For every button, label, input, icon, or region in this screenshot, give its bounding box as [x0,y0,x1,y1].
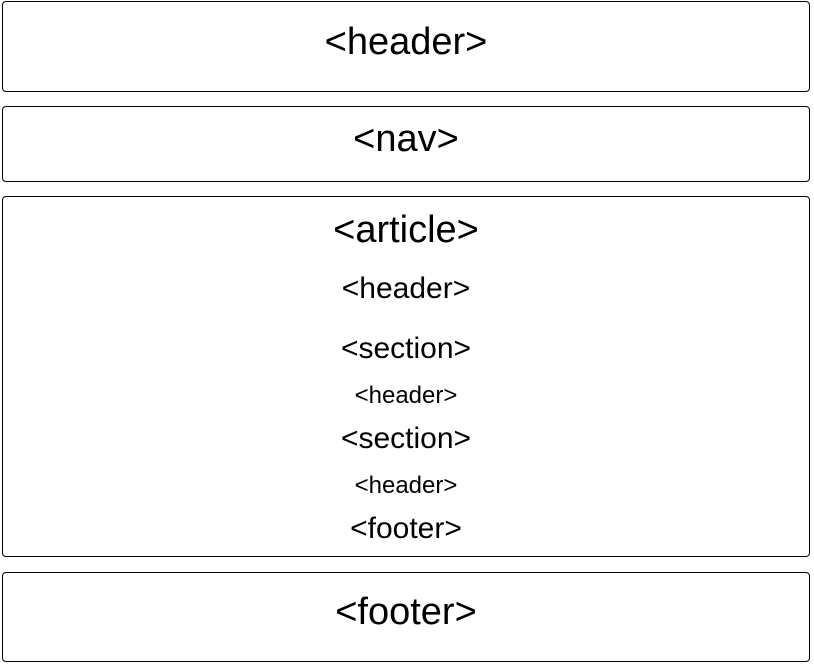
section-header-label-1: <header> [354,382,458,409]
section-label-1: <section> [340,332,472,365]
nav-box-label: <nav> [353,118,459,160]
header-box: <header> [2,1,810,92]
article-header-label: <header> [341,272,471,305]
header-box-label: <header> [324,21,488,63]
section-header-label-2: <header> [354,472,458,499]
article-box-label: <article> [333,209,479,251]
article-footer-label: <footer> [350,512,462,545]
footer-box-label: <footer> [335,591,477,633]
footer-box: <footer> [2,572,810,662]
article-box: <article> <header> <section> <header> <s… [2,196,810,557]
nav-box: <nav> [2,106,810,182]
section-label-2: <section> [340,422,472,455]
